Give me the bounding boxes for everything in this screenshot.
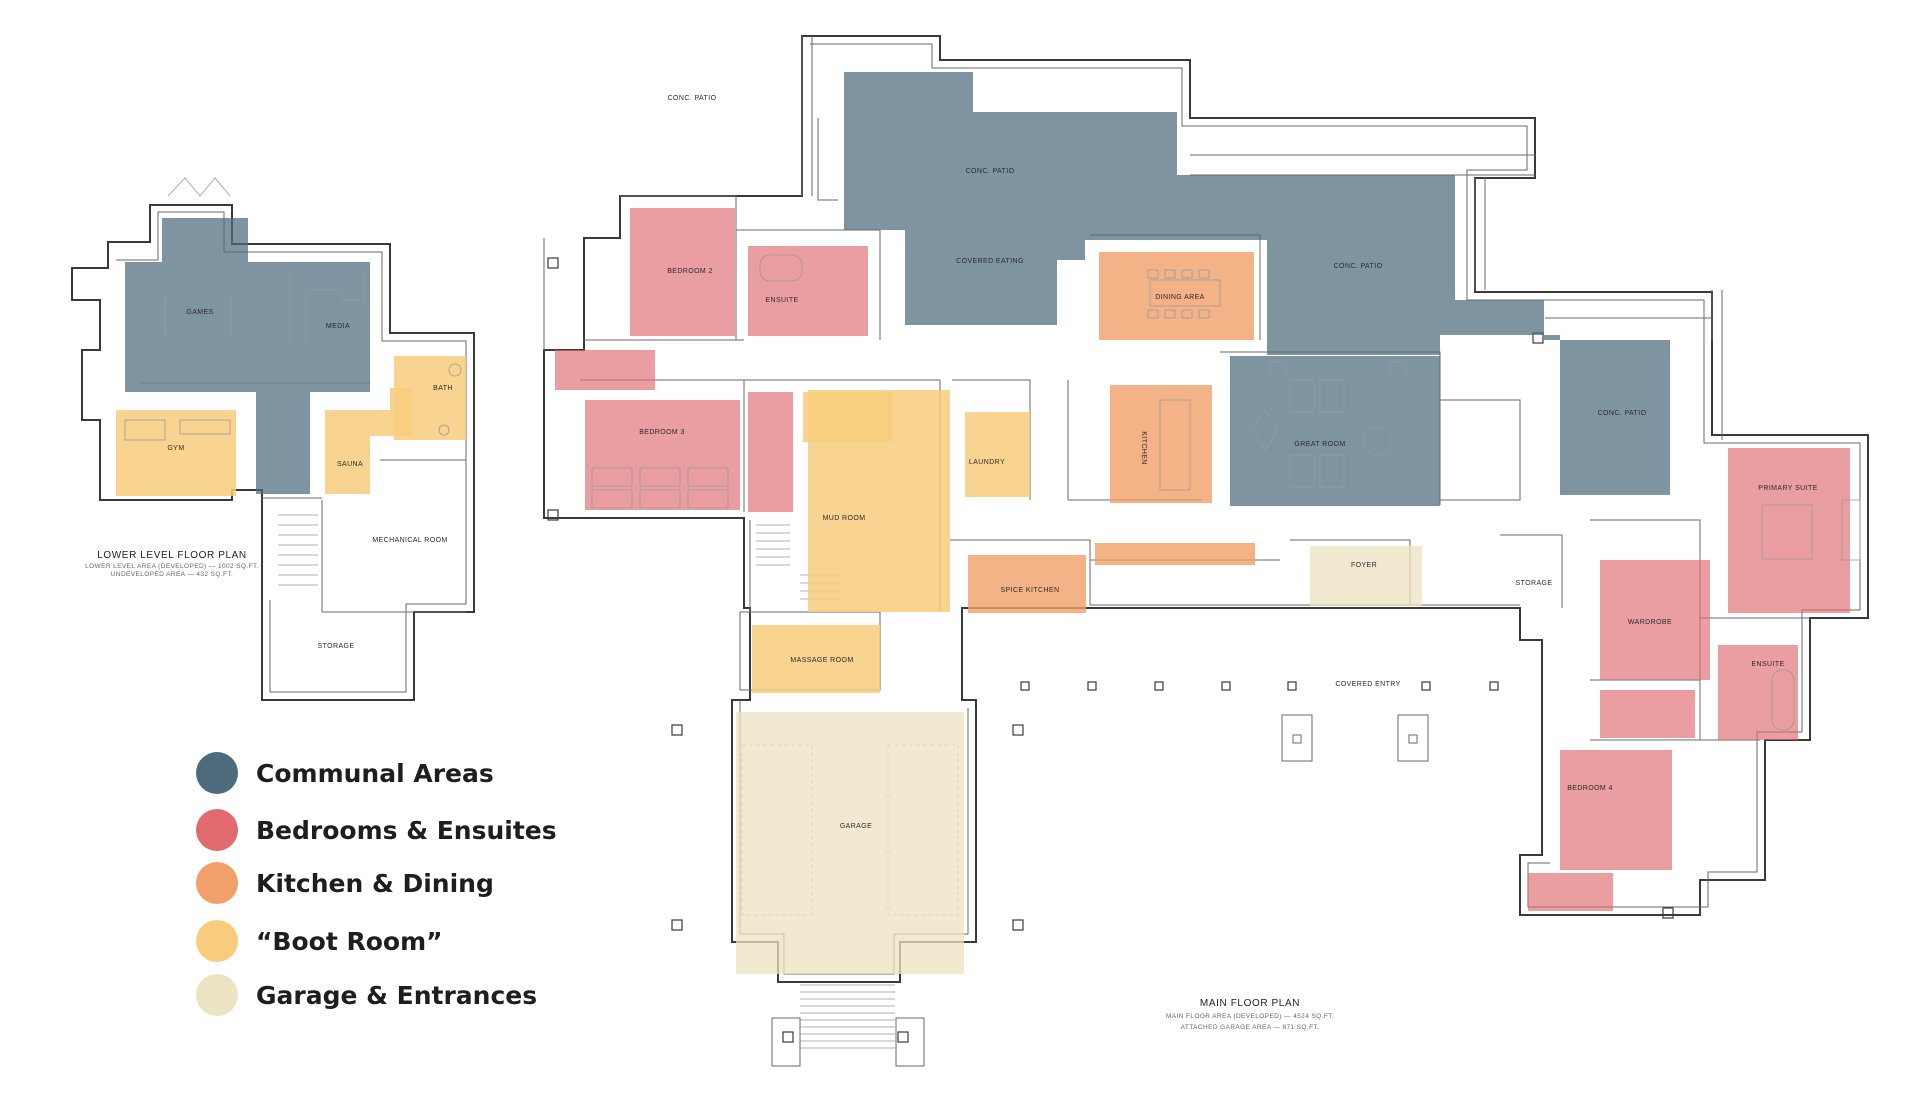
legend-item-boot-room: “Boot Room” [196,920,443,962]
legend-swatch-garage [196,974,238,1016]
label-massage-room: MASSAGE ROOM [790,657,853,664]
legend-item-garage: Garage & Entrances [196,974,537,1016]
room-label-lower-storage: STORAGE [318,643,355,650]
zone-bedroom-2 [630,208,735,336]
zone-covered-eating-patio [844,72,1670,495]
zone-closet-4 [1528,873,1613,911]
label-conc-patio-mid: CONC. PATIO [1334,263,1383,270]
zone-primary-suite [1728,448,1850,613]
label-conc-patio-right: CONC. PATIO [1598,410,1647,417]
zone-wardrobe [1600,560,1710,680]
zone-gym [116,410,236,496]
legend-item-bedrooms: Bedrooms & Ensuites [196,809,557,851]
zone-foyer [1310,546,1422,606]
main-floor-area-developed: MAIN FLOOR AREA (DEVELOPED) — 4524 SQ.FT… [1166,1013,1334,1020]
legend-label-bedrooms: Bedrooms & Ensuites [256,815,557,845]
label-bedroom-2: BEDROOM 2 [667,268,713,275]
lower-level-area-developed: LOWER LEVEL AREA (DEVELOPED) — 1002 SQ.F… [85,563,259,570]
legend-label-kitchen: Kitchen & Dining [256,868,494,898]
legend-label-boot-room: “Boot Room” [256,926,443,956]
legend-item-kitchen: Kitchen & Dining [196,862,494,904]
zone-ensuite-primary [1718,645,1798,740]
room-label-gym: GYM [167,445,184,452]
label-mud-room: MUD ROOM [823,515,866,522]
room-label-media: MEDIA [326,323,350,330]
zone-kitchen [1110,385,1212,503]
zone-bedroom-4 [1560,750,1672,870]
label-ensuite-2: ENSUITE [765,297,798,304]
zone-bath-3 [748,392,793,512]
zone-wc-primary [1600,690,1695,738]
legend-item-communal: Communal Areas [196,752,494,794]
label-laundry: LAUNDRY [969,459,1005,466]
lower-level-title: LOWER LEVEL FLOOR PLAN [97,550,247,561]
label-wardrobe: WARDROBE [1628,619,1672,626]
label-conc-patio-outer: CONC. PATIO [668,95,717,102]
label-foyer: FOYER [1351,562,1377,569]
zone-pantry-counter [1095,543,1255,565]
main-floor-plan: CONC. PATIO CONC. PATIO CONC. PATIO CONC… [543,35,1869,1067]
zone-ensuite-2 [748,246,868,336]
label-bedroom-4: BEDROOM 4 [1567,785,1613,792]
label-kitchen: KITCHEN [1140,431,1147,465]
room-label-sauna: SAUNA [337,461,363,468]
zone-garage [736,712,964,974]
label-garage: GARAGE [840,823,872,830]
room-label-mechanical: MECHANICAL ROOM [372,537,447,544]
zone-laundry [965,412,1030,497]
zone-bedroom-3 [585,400,740,510]
legend-swatch-communal [196,752,238,794]
main-floor-title: MAIN FLOOR PLAN [1200,998,1300,1009]
label-bedroom-3: BEDROOM 3 [639,429,685,436]
legend-swatch-boot-room [196,920,238,962]
label-dining: DINING AREA [1155,294,1205,301]
zone-massage [752,625,880,693]
zone-bath [394,356,466,440]
legend-swatch-bedrooms [196,809,238,851]
legend-label-communal: Communal Areas [256,758,494,788]
legend-label-garage: Garage & Entrances [256,980,538,1010]
zone-mud-room [808,390,950,612]
legend-swatch-kitchen [196,862,238,904]
label-primary-suite: PRIMARY SUITE [1758,485,1817,492]
column-markers [547,257,1674,1043]
zone-sauna [325,388,412,494]
label-storage: STORAGE [1516,580,1553,587]
label-conc-patio-top: CONC. PATIO [966,168,1015,175]
zone-great-room [1230,356,1440,506]
zone-mud-room-bath [803,392,893,442]
label-covered-entry: COVERED ENTRY [1335,681,1400,688]
room-label-bath: BATH [433,385,453,392]
room-label-games: GAMES [186,309,213,316]
label-covered-eating: COVERED EATING [956,258,1024,265]
zone-spice-kitchen [968,555,1086,613]
zone-games-media [125,218,370,494]
zone-dining [1099,252,1254,340]
lower-level-plan: GAMES MEDIA GYM SAUNA BATH MECHANICAL RO… [71,177,475,701]
label-great-room: GREAT ROOM [1294,441,1345,448]
zone-closet-2 [555,350,655,390]
label-ensuite-primary: ENSUITE [1751,661,1784,668]
main-floor-area-garage: ATTACHED GARAGE AREA — 871 SQ.FT. [1181,1024,1320,1031]
label-spice-kitchen: SPICE KITCHEN [1001,587,1060,594]
lower-level-area-undeveloped: UNDEVELOPED AREA — 432 SQ.FT. [111,571,234,578]
